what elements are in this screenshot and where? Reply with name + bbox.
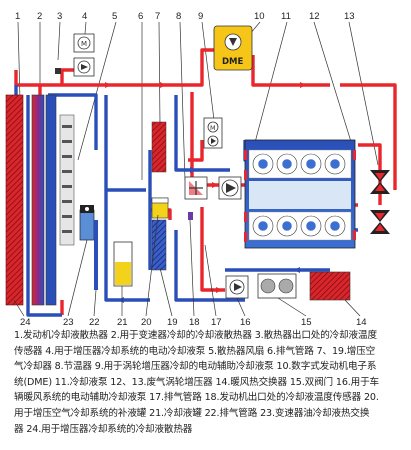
heater-core <box>309 271 351 301</box>
callout-1: 1 <box>15 11 20 22</box>
transmission-oil-heat-exchanger <box>79 205 95 241</box>
svg-text:M: M <box>210 124 216 132</box>
legend-line: 统(DME) 11.冷却液泵 12、13.废气涡轮增压器 14.暖风热交换器 1… <box>14 376 379 388</box>
dme-control-unit: DME <box>213 25 253 71</box>
radiator-outlet-temp-sensor <box>55 68 61 74</box>
callout-14: 14 <box>356 317 367 326</box>
bottom-leader-lines <box>13 214 361 317</box>
callout-20: 20 <box>141 317 152 326</box>
coolant-pump <box>218 176 242 200</box>
dme-label: DME <box>222 57 244 67</box>
callout-23: 23 <box>63 317 74 326</box>
legend-line: 传感器 4.用于增压器冷却系统的电动冷却液泵 5.散热器风扇 6.排气管路 7、… <box>14 345 376 357</box>
callout-15: 15 <box>301 317 312 326</box>
exhaust-line-22 <box>94 220 98 290</box>
turbo-auxiliary-pump: M <box>203 117 223 149</box>
callout-8: 8 <box>176 11 181 22</box>
callout-12: 12 <box>309 11 320 22</box>
cooling-circuit-diagram: 1 2 3 4 5 6 7 8 9 10 11 12 13 <box>5 11 397 326</box>
callout-24: 24 <box>20 317 31 326</box>
figure-legend: 1.发动机冷却液散热器 2.用于变速器冷却的冷却液散热器 3.散热器出口处的冷却… <box>14 328 406 437</box>
callout-16: 16 <box>240 317 251 326</box>
callout-5: 5 <box>112 11 117 22</box>
callout-7: 7 <box>155 11 160 22</box>
callout-2: 2 <box>37 11 42 22</box>
legend-line: 辆暖风系统的电动辅助冷却液泵 17.排气管路 18.发动机出口处的冷却液温度传感… <box>14 392 379 404</box>
transmission-coolant-radiator <box>45 94 57 306</box>
top-leader-lines <box>17 21 379 181</box>
legend-line: 器 24.用于增压器冷却系统的冷却液散热器 <box>14 423 193 435</box>
coolant-tank <box>113 241 133 287</box>
engine-block <box>244 139 356 249</box>
bottom-callouts: 24 23 22 21 20 19 18 17 16 15 14 <box>20 317 367 326</box>
callout-6: 6 <box>138 11 143 22</box>
charge-cooling-pump: M <box>73 33 95 77</box>
engine-coolant-radiator <box>31 94 45 306</box>
charge-air-cooler-upper <box>151 121 167 173</box>
charge-air-cooler-lower <box>151 219 167 271</box>
callout-10: 10 <box>254 11 265 22</box>
radiator-fan <box>59 114 75 246</box>
legend-line: 1.发动机冷却液散热器 2.用于变速器冷却的冷却液散热器 3.散热器出口处的冷却… <box>14 330 377 341</box>
heating-auxiliary-pump <box>225 275 249 299</box>
callout-19: 19 <box>167 317 178 326</box>
turbocharger-12 <box>370 170 390 194</box>
callout-9: 9 <box>198 11 203 22</box>
thermostat <box>184 176 208 200</box>
callout-4: 4 <box>82 11 87 22</box>
double-valve <box>257 273 297 299</box>
callout-18: 18 <box>189 317 200 326</box>
callout-3: 3 <box>57 11 62 22</box>
svg-text:M: M <box>81 40 87 48</box>
legend-line: 用于增压空气冷却系统的补液罐 21.冷却液罐 22.排气管路 23.变速器油冷却… <box>14 407 370 419</box>
engine-outlet-temp-sensor <box>188 212 193 220</box>
top-callouts: 1 2 3 4 5 6 7 8 9 10 11 12 13 <box>15 11 355 22</box>
charge-cooling-radiator <box>5 94 24 306</box>
charge-cooling-expansion-tank <box>151 197 169 219</box>
callout-21: 21 <box>117 317 128 326</box>
callout-11: 11 <box>281 11 291 22</box>
turbocharger-13 <box>370 210 390 234</box>
callout-17: 17 <box>211 317 222 326</box>
callout-22: 22 <box>89 317 100 326</box>
callout-13: 13 <box>344 11 355 22</box>
legend-line: 气冷却器 8.节温器 9.用于涡轮增压器冷却的电动辅助冷却液泵 10.数字式发动… <box>14 361 377 373</box>
